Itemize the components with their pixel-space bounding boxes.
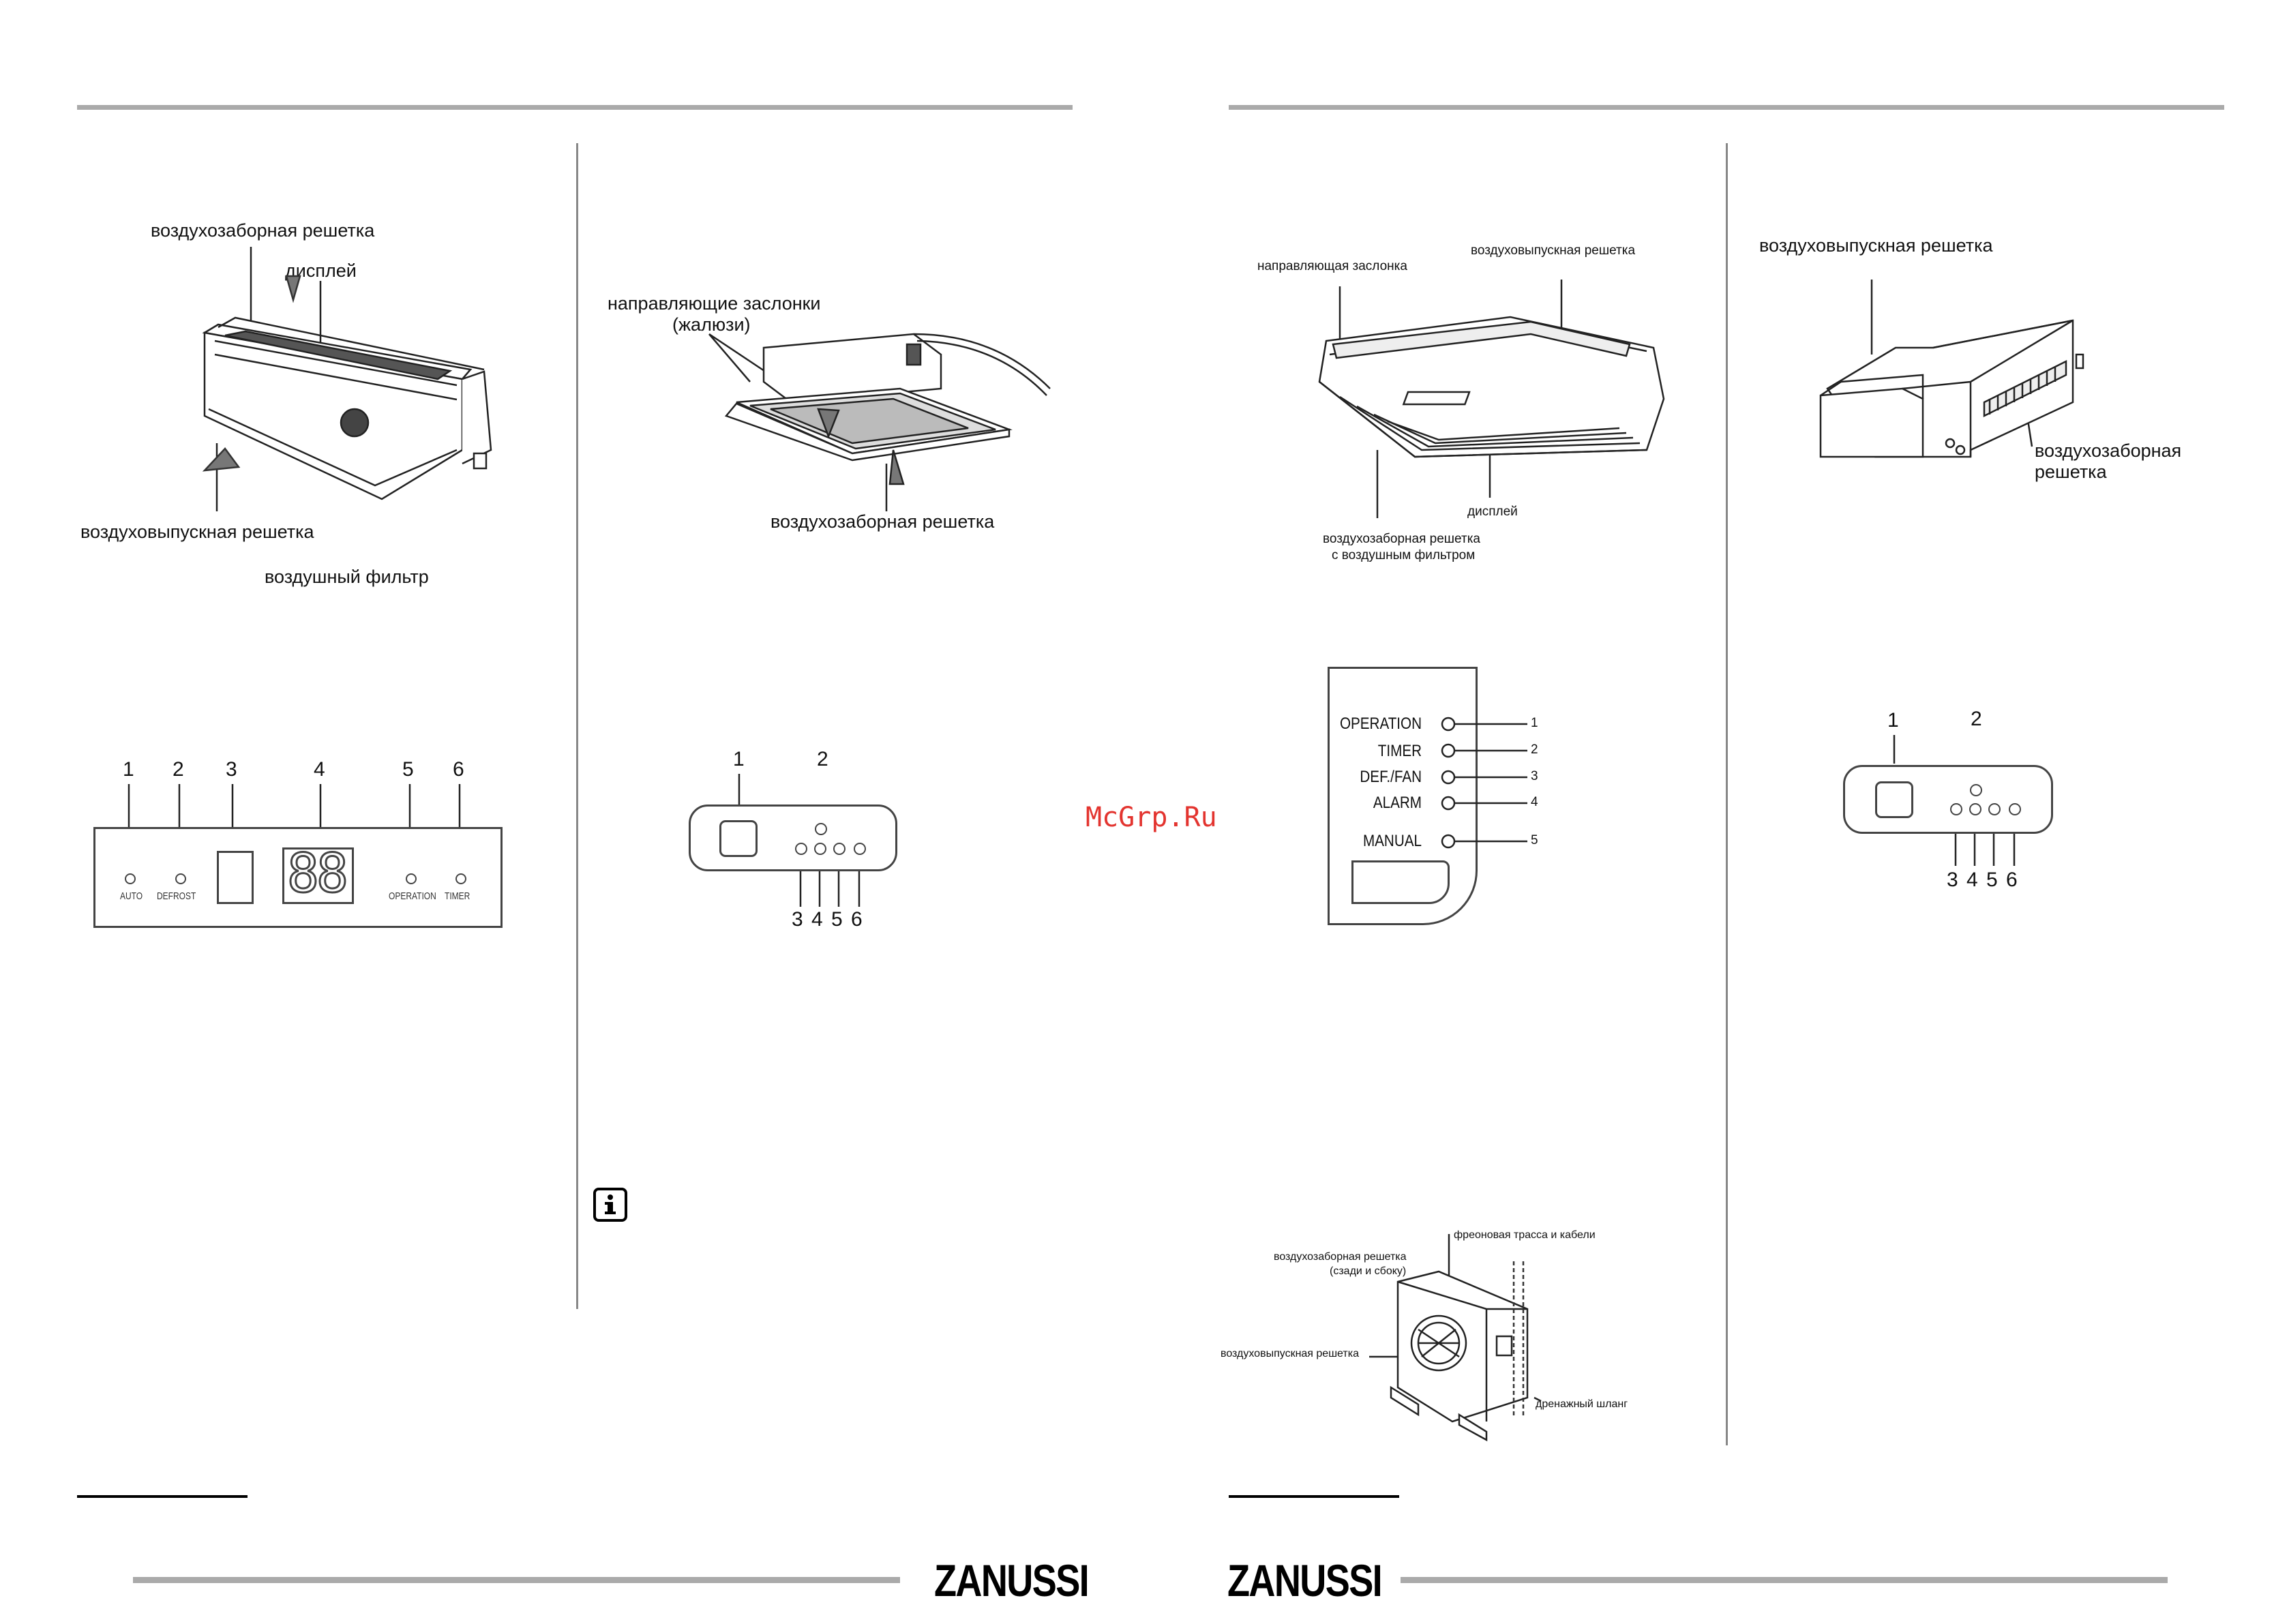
cassette-led-2 [815, 823, 827, 835]
wall-filter-label: воздушный фильтр [265, 567, 429, 587]
ceiling-display-label: дисплей [1467, 505, 1518, 519]
cassette-louvers-label: направляющие заслонки [608, 293, 821, 314]
ceiling-louver-label: направляющая заслонка [1257, 259, 1407, 273]
duct-intake-sub: решетка [2035, 462, 2107, 482]
duct-led-4 [1969, 803, 1981, 815]
indicator-label-alarm: ALARM [1373, 794, 1422, 812]
cassette-louvers-sub: (жалюзи) [672, 314, 751, 335]
ceiling-intake-sub: с воздушным фильтром [1332, 548, 1476, 562]
footnote-rule-right [1229, 1495, 1399, 1498]
brand-logo-left: ZANUSSI [934, 1555, 1090, 1606]
duct-outlet-label: воздуховыпускная решетка [1759, 235, 1993, 256]
indicator-label-timer: TIMER [1377, 742, 1422, 760]
outdoor-outlet-label: воздуховыпускная решетка [1221, 1348, 1359, 1359]
column-divider-left [576, 143, 578, 1309]
indicator-label-deffan: DEF./FAN [1360, 768, 1422, 786]
indicator-num-2: 2 [1531, 742, 1538, 757]
ceiling-intake-label: воздухозаборная решетка [1323, 532, 1480, 546]
duct-led-6 [2009, 803, 2021, 815]
outdoor-intake-sub: (сзади и сбоку) [1330, 1265, 1407, 1277]
manual-button[interactable] [1351, 860, 1450, 904]
indicator-num-1: 1 [1531, 716, 1538, 730]
top-rule-right [1229, 105, 2224, 110]
ceiling-outlet-label: воздуховыпускная решетка [1471, 243, 1636, 258]
watermark: McGrp.Ru [1086, 802, 1217, 833]
bottom-rule-right [1401, 1577, 2168, 1583]
indicator-label-manual: MANUAL [1362, 832, 1422, 850]
led-auto [125, 873, 136, 884]
wall-panel-num-4: 4 [314, 758, 325, 781]
led-label-defrost: DEFROST [157, 890, 196, 902]
led-label-timer: TIMER [445, 890, 470, 902]
outdoor-intake-label: воздухозаборная решетка [1274, 1251, 1407, 1263]
led-operation [406, 873, 417, 884]
duct-led-3 [1950, 803, 1962, 815]
brand-logo-right: ZANUSSI [1227, 1555, 1383, 1606]
column-divider-right [1726, 143, 1728, 1445]
cassette-led-5 [833, 843, 846, 855]
cassette-led-4 [814, 843, 826, 855]
duct-led-2 [1970, 784, 1982, 796]
indicator-num-3: 3 [1531, 769, 1538, 783]
cassette-led-6 [854, 843, 866, 855]
duct-control-panel [1843, 765, 2053, 834]
wall-unit-illustration [198, 245, 511, 518]
wall-panel-num-2: 2 [173, 758, 184, 781]
footnote-rule-left [77, 1495, 248, 1498]
duct-panel-num-1: 1 [1887, 709, 1899, 732]
wall-digit-readout: 88 [286, 843, 350, 906]
duct-panel-num-2: 2 [1971, 708, 1982, 730]
duct-unit-illustration [1814, 280, 2086, 477]
wall-intake-label: воздухозаборная решетка [151, 220, 375, 241]
led-label-operation: OPERATION [389, 890, 436, 902]
wall-panel-num-6: 6 [453, 758, 464, 781]
duct-intake-label: воздухозаборная [2035, 440, 2182, 461]
wall-panel-num-3: 3 [226, 758, 237, 781]
indicator-label-operation: OPERATION [1339, 715, 1422, 733]
wall-panel-num-1: 1 [123, 758, 134, 781]
cassette-control-panel [689, 805, 897, 871]
led-timer [455, 873, 466, 884]
indicator-num-5: 5 [1531, 833, 1538, 847]
duct-led-5 [1988, 803, 2001, 815]
outdoor-drain-label: дренажный шланг [1536, 1398, 1628, 1410]
led-defrost [175, 873, 186, 884]
duct-panel-leaders [0, 0, 2114, 886]
cassette-panel-num-2: 2 [817, 748, 828, 770]
ceiling-indicator-leaders [0, 0, 1568, 954]
indicator-num-4: 4 [1531, 795, 1538, 809]
duct-panel-bottom-nums: 3 4 5 6 [1947, 869, 2019, 891]
wall-panel-button[interactable] [217, 851, 254, 904]
top-rule-left [77, 105, 1073, 110]
duct-panel-button[interactable] [1875, 781, 1913, 818]
led-label-auto: AUTO [120, 890, 143, 902]
ceiling-unit-illustration [1306, 280, 1674, 525]
bottom-rule-left [133, 1577, 900, 1583]
cassette-intake-label: воздухозаборная решетка [771, 511, 995, 532]
cassette-illustration [709, 327, 1064, 511]
info-icon [593, 1188, 627, 1222]
cassette-panel-num-1: 1 [733, 748, 745, 770]
cassette-led-3 [795, 843, 807, 855]
wall-outlet-label: воздуховыпускная решетка [80, 522, 314, 542]
outdoor-unit-illustration [1377, 1234, 1555, 1445]
cassette-panel-button[interactable] [719, 820, 758, 857]
wall-digit-display [282, 847, 354, 904]
cassette-panel-bottom-nums: 3 4 5 6 [792, 908, 864, 931]
wall-panel-num-5: 5 [402, 758, 414, 781]
outdoor-pipes-label: фреоновая трасса и кабели [1454, 1229, 1596, 1241]
